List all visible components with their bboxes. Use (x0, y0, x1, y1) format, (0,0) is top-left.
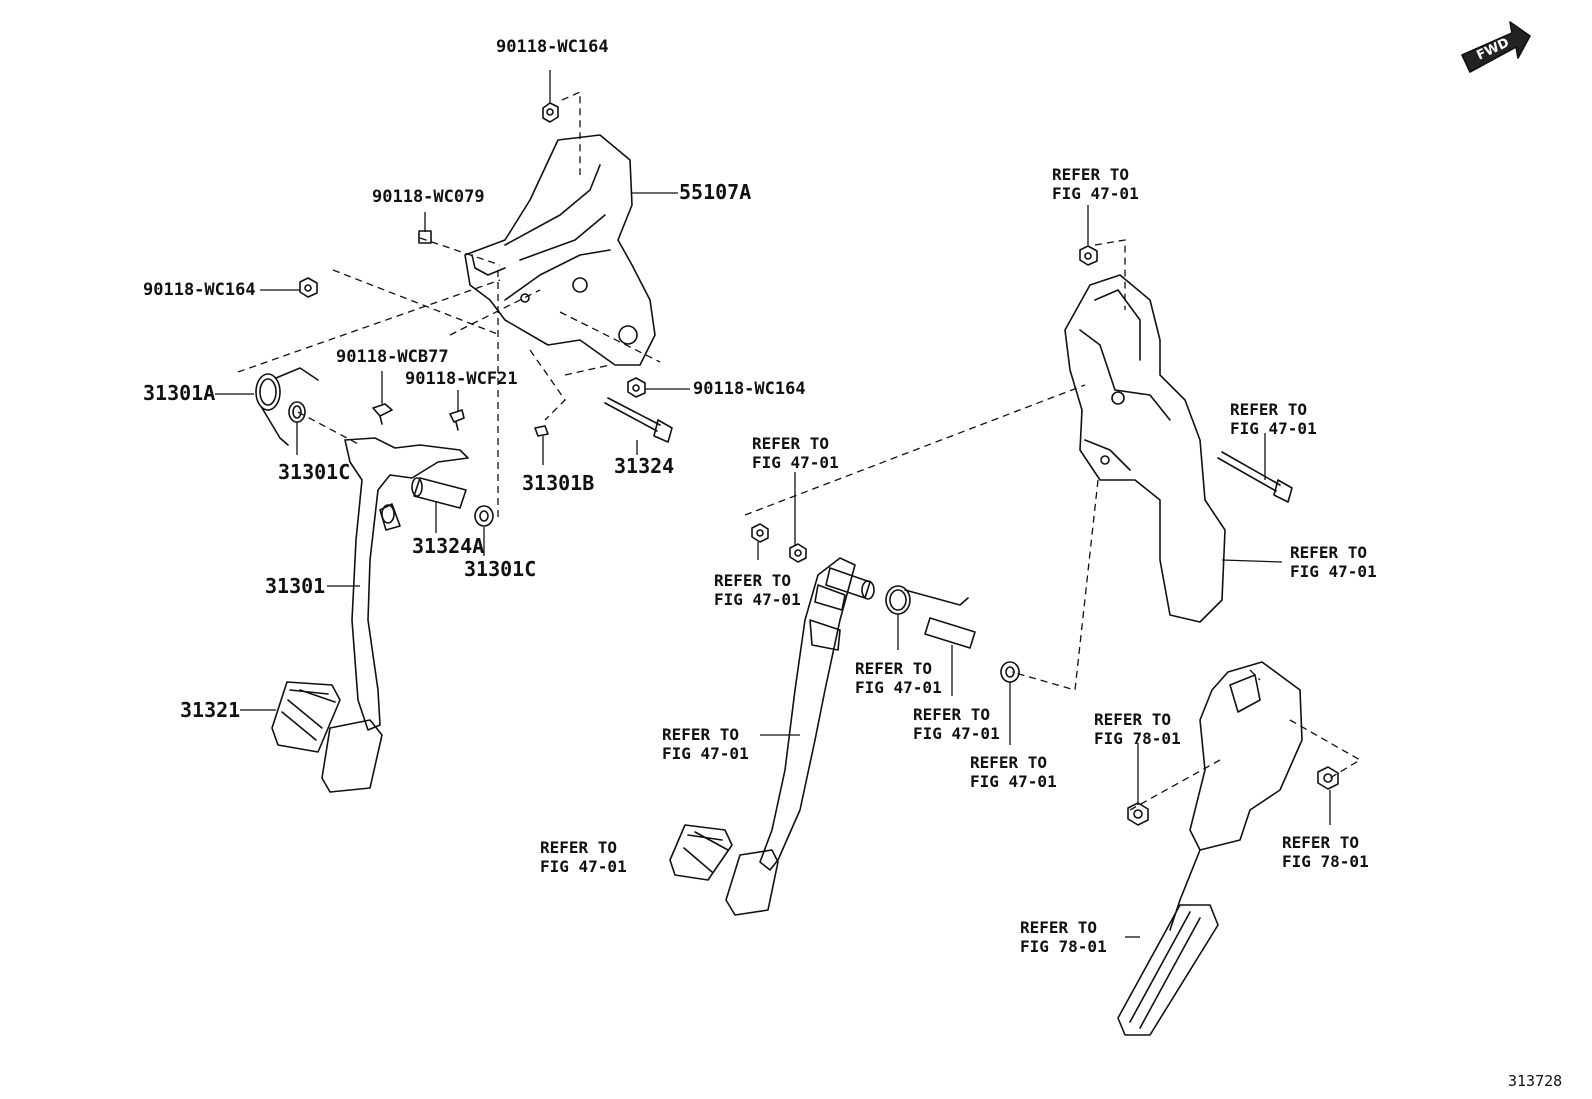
nut-right-top-icon (1079, 245, 1098, 266)
bush-31301c-lower-icon (474, 505, 494, 527)
label-clip-f21: 90118-WCF21 (405, 369, 518, 389)
label-nut-right: 90118-WC164 (693, 379, 806, 399)
label-bush-2: 31301C (464, 557, 537, 581)
accelerator-pedal (1117, 661, 1303, 1036)
bracket-right (1064, 274, 1226, 623)
nut-mid-1-icon (751, 523, 769, 543)
collar-31324a-icon (411, 477, 467, 509)
pad-31321-icon (271, 681, 341, 753)
pin-b-icon (534, 425, 549, 437)
label-bracket: 55107A (679, 180, 752, 204)
clip-b77-icon (372, 403, 393, 425)
bolt-right-icon (1217, 451, 1293, 503)
pedal-31301 (321, 437, 469, 793)
label-collar: 31324A (412, 534, 485, 558)
nut-acc-1-icon (1127, 802, 1149, 826)
collar-middle-icon (825, 567, 875, 600)
pad-middle-icon (669, 824, 733, 881)
label-pedal: 31301 (265, 574, 326, 598)
bush-middle-icon (1000, 661, 1020, 683)
spring-middle-icon (885, 585, 969, 615)
clip-079-icon (418, 230, 432, 244)
clip-f21-icon (449, 409, 465, 431)
spring-31301a-icon (255, 367, 319, 446)
leader-lines (215, 70, 1331, 938)
label-pin-b: 31301B (522, 471, 595, 495)
nut-top-icon (542, 102, 559, 123)
label-clip-079: 90118-WC079 (372, 187, 485, 207)
bolt-31324-icon (604, 397, 673, 443)
nut-acc-2-icon (1317, 766, 1339, 790)
bracket-55107a (464, 134, 656, 366)
fwd-arrow-icon (1461, 21, 1531, 73)
nut-right-icon (627, 377, 646, 398)
label-bolt: 31324 (614, 454, 675, 478)
label-nut-left: 90118-WC164 (143, 280, 256, 300)
pin-middle-icon (924, 617, 976, 649)
figure-number: 313728 (1508, 1072, 1563, 1090)
pedal-middle (725, 557, 856, 916)
label-nut-top: 90118-WC164 (496, 37, 609, 57)
nut-mid-2-icon (789, 543, 807, 563)
nut-left-icon (299, 277, 318, 298)
label-pad: 31321 (180, 698, 241, 722)
label-spring: 31301A (143, 381, 216, 405)
label-clip-b77: 90118-WCB77 (336, 347, 449, 367)
bush-31301c-icon (288, 401, 306, 423)
label-bush-1: 31301C (278, 460, 351, 484)
